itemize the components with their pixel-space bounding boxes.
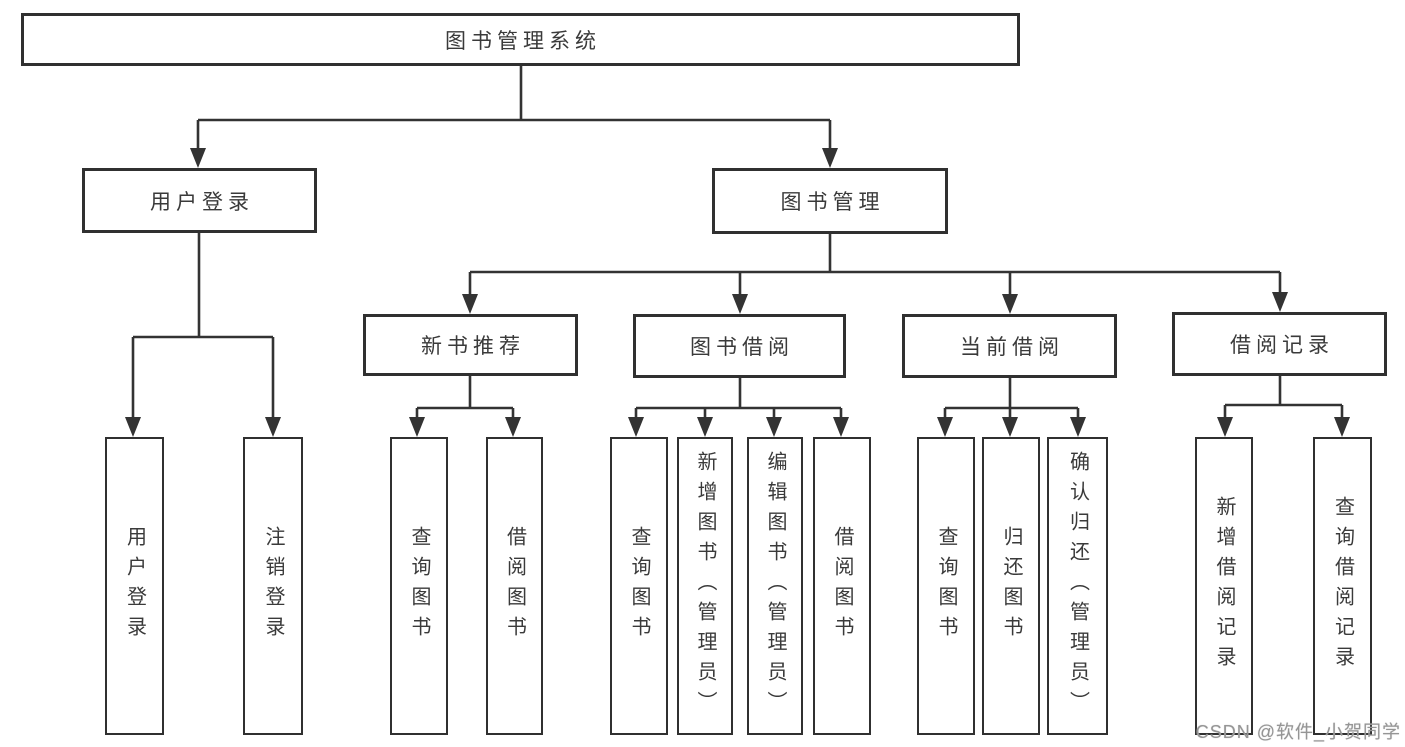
node-leaf-cb-return: 归还图书: [982, 437, 1040, 735]
arrow-to-br-query-head: [1334, 417, 1350, 437]
node-book-borrow-label: 图书借阅: [690, 336, 794, 359]
node-borrow-record: 借阅记录: [1172, 312, 1387, 376]
node-book-borrow: 图书借阅: [633, 314, 846, 378]
node-leaf-login: 用户登录: [105, 437, 164, 735]
arrow-to-cb-return-head: [1002, 417, 1018, 437]
node-leaf-bb-add: 新增图书（管理员）: [677, 437, 733, 735]
arrow-to-bb-borrow-head: [833, 417, 849, 437]
node-leaf-bb-query-label: 查询图书: [628, 526, 650, 646]
node-leaf-bb-edit: 编辑图书（管理员）: [747, 437, 803, 735]
arrow-to-rec-borrow-head: [505, 417, 521, 437]
arrow-to-rec-query-head: [409, 417, 425, 437]
node-leaf-bb-add-label: 新增图书（管理员）: [694, 451, 716, 721]
node-leaf-bb-borrow: 借阅图书: [813, 437, 871, 735]
node-leaf-br-query-label: 查询借阅记录: [1331, 496, 1354, 676]
node-leaf-rec-query: 查询图书: [390, 437, 448, 735]
node-leaf-br-add: 新增借阅记录: [1195, 437, 1253, 735]
arrow-to-book-mgmt-head: [822, 148, 838, 168]
node-book-mgmt: 图书管理: [712, 168, 948, 234]
node-borrow-record-label: 借阅记录: [1230, 334, 1334, 357]
arrow-to-book-borrow-head: [732, 294, 748, 314]
node-leaf-rec-query-label: 查询图书: [408, 526, 430, 646]
node-current-borrow-label: 当前借阅: [960, 336, 1064, 359]
arrow-to-current-borrow-head: [1002, 294, 1018, 314]
node-leaf-br-query: 查询借阅记录: [1313, 437, 1372, 735]
node-root: 图书管理系统: [21, 13, 1020, 66]
node-leaf-bb-borrow-label: 借阅图书: [831, 526, 853, 646]
node-leaf-cb-query: 查询图书: [917, 437, 975, 735]
node-leaf-cb-confirm: 确认归还（管理员）: [1047, 437, 1108, 735]
node-leaf-logout-label: 注销登录: [262, 526, 284, 646]
arrow-to-borrow-record-head: [1272, 292, 1288, 312]
arrow-to-user-login-head: [190, 148, 206, 168]
node-user-login-label: 用户登录: [150, 190, 254, 214]
arrow-to-cb-confirm-head: [1070, 417, 1086, 437]
node-new-book-rec-label: 新书推荐: [421, 335, 525, 358]
node-leaf-login-label: 用户登录: [123, 526, 146, 646]
node-book-mgmt-label: 图书管理: [780, 191, 885, 214]
node-leaf-bb-query: 查询图书: [610, 437, 668, 735]
arrow-to-cb-query-head: [937, 417, 953, 437]
node-root-label: 图书管理系统: [445, 29, 601, 53]
arrow-to-login-head: [125, 417, 141, 437]
node-leaf-bb-edit-label: 编辑图书（管理员）: [764, 451, 786, 721]
arrow-to-new-book-rec-head: [462, 294, 478, 314]
arrow-to-br-add-head: [1217, 417, 1233, 437]
arrow-to-bb-add-head: [697, 417, 713, 437]
node-leaf-cb-confirm-label: 确认归还（管理员）: [1066, 451, 1089, 721]
node-leaf-logout: 注销登录: [243, 437, 303, 735]
node-leaf-rec-borrow: 借阅图书: [486, 437, 543, 735]
node-leaf-br-add-label: 新增借阅记录: [1213, 496, 1235, 676]
node-current-borrow: 当前借阅: [902, 314, 1117, 378]
arrow-to-bb-query-head: [628, 417, 644, 437]
node-new-book-rec: 新书推荐: [363, 314, 578, 376]
node-user-login: 用户登录: [82, 168, 317, 233]
node-leaf-cb-query-label: 查询图书: [935, 526, 957, 646]
node-leaf-cb-return-label: 归还图书: [1000, 526, 1022, 646]
arrow-to-logout-head: [265, 417, 281, 437]
arrow-to-bb-edit-head: [766, 417, 782, 437]
csdn-watermark: CSDN @软件_小贺同学: [1195, 722, 1401, 742]
node-leaf-rec-borrow-label: 借阅图书: [503, 526, 526, 646]
